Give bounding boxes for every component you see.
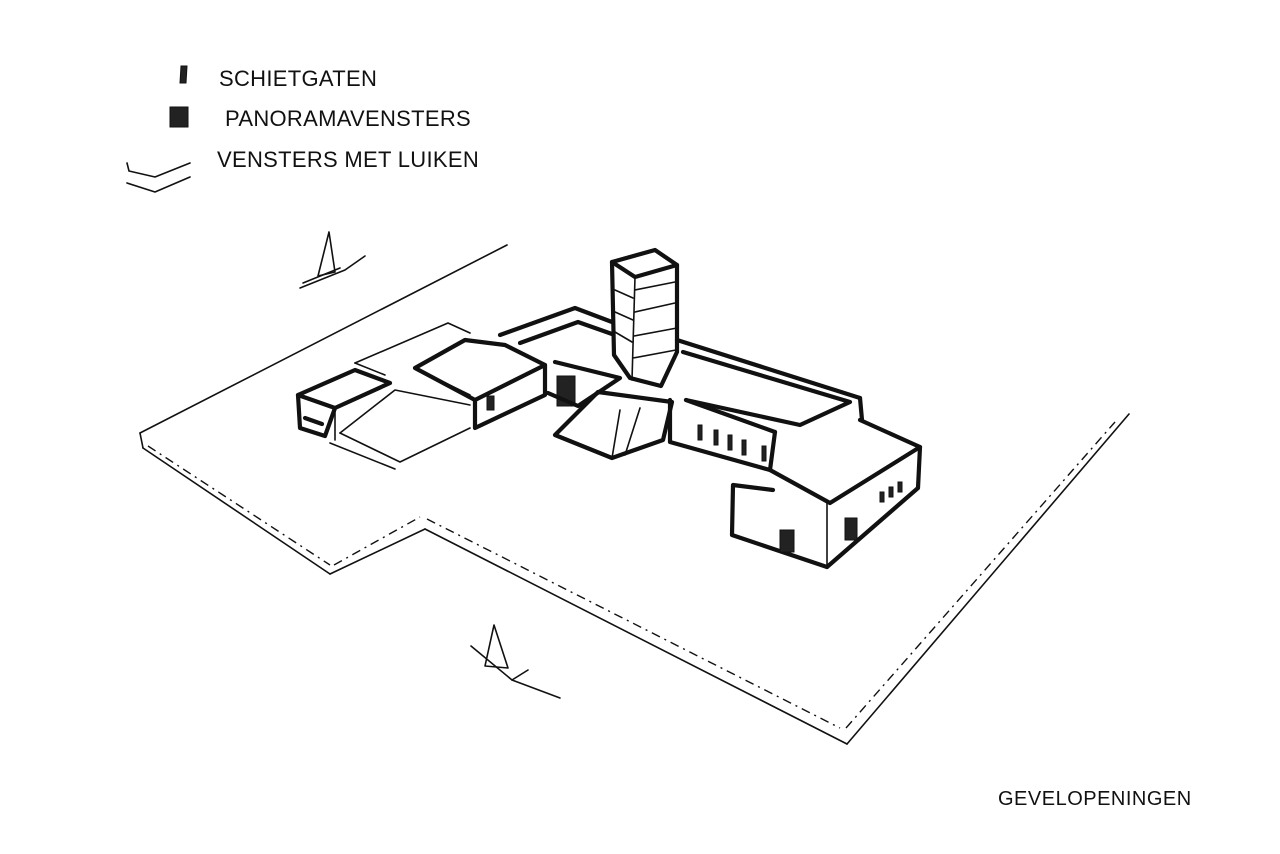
diagram-caption: GEVELOPENINGEN bbox=[998, 788, 1192, 810]
entrance-ramp bbox=[552, 389, 675, 461]
tower bbox=[609, 247, 680, 389]
central-wing bbox=[412, 337, 623, 431]
courtyard-frame bbox=[497, 305, 865, 428]
boat-south bbox=[470, 624, 561, 699]
shutter-window-icon bbox=[126, 162, 191, 193]
legend-label-panoramavensters: PANORAMAVENSTERS bbox=[225, 106, 472, 131]
legend-label-vensters-met-luiken: VENSTERS MET LUIKEN bbox=[217, 147, 480, 172]
terrace-outline bbox=[329, 322, 471, 470]
east-wing bbox=[667, 397, 778, 473]
west-wing bbox=[295, 367, 393, 441]
boat-north bbox=[299, 231, 366, 289]
plinth-outline bbox=[139, 244, 1130, 745]
panorama-window-icon bbox=[169, 106, 189, 128]
slit-window-icon bbox=[179, 65, 188, 84]
southeast-block bbox=[729, 417, 923, 570]
legend-label-schietgaten: SCHIETGATEN bbox=[219, 66, 378, 91]
